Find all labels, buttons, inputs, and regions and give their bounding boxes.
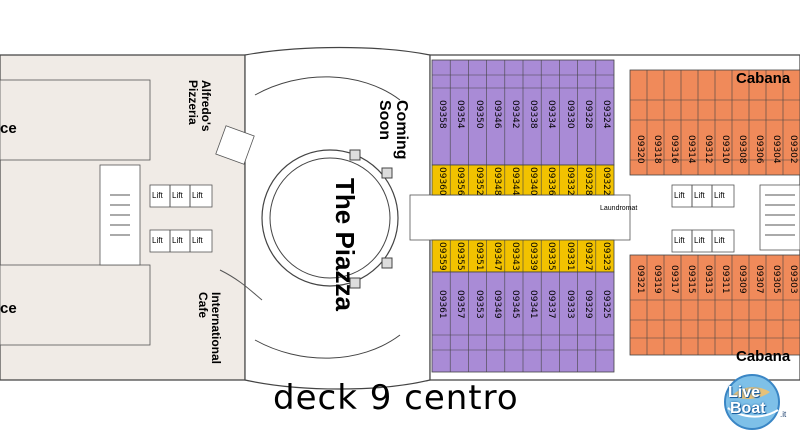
- lift-label: Lift: [714, 236, 725, 245]
- lift-label: Lift: [172, 236, 183, 245]
- cabin-number: 09321: [634, 265, 645, 294]
- cabin-number: 09345: [509, 290, 520, 319]
- cabin-number: 09352: [473, 167, 484, 196]
- cabin-number: 09312: [702, 135, 713, 164]
- left-label-bottom: ce: [0, 300, 17, 317]
- coming-line1: Coming: [393, 100, 410, 160]
- cabin-number: 09331: [564, 242, 575, 271]
- lift-label: Lift: [694, 236, 705, 245]
- globe-icon: [724, 374, 780, 430]
- alfredos-line1: Alfredo's: [199, 80, 213, 132]
- alfredos-line2: Pizzeria: [186, 80, 200, 125]
- lift-label: Lift: [152, 191, 163, 200]
- cabin-number: 09344: [509, 167, 520, 196]
- cabin-number: 09318: [651, 135, 662, 164]
- lift-label: Lift: [694, 191, 705, 200]
- intl-line2: Cafe: [196, 292, 210, 319]
- cabin-number: 09308: [736, 135, 747, 164]
- cabin-number: 09350: [473, 100, 484, 129]
- cabin-number: 09306: [753, 135, 764, 164]
- lift-label: Lift: [192, 236, 203, 245]
- lift-label: Lift: [172, 191, 183, 200]
- cabin-number: 09316: [668, 135, 679, 164]
- cabin-number: 09346: [491, 100, 502, 129]
- cabin-number: 09340: [528, 167, 539, 196]
- lift-label: Lift: [674, 236, 685, 245]
- alfredos-pizzeria-label: Alfredo's Pizzeria: [186, 80, 213, 132]
- cabin-number: 09355: [455, 242, 466, 271]
- international-cafe-label: International Cafe: [196, 292, 223, 365]
- cabin-number: 09317: [668, 265, 679, 294]
- logo-line2: Boat: [730, 400, 766, 417]
- cabin-number: 09341: [528, 290, 539, 319]
- left-label-top: ce: [0, 120, 17, 137]
- cabin-number: 09327: [582, 242, 593, 271]
- cabin-number: 09323: [600, 242, 611, 271]
- cabin-number: 09333: [564, 290, 575, 319]
- cabin-number: 09330: [564, 100, 575, 129]
- cabin-number: 09338: [528, 100, 539, 129]
- cabin-number: 09329: [582, 290, 593, 319]
- intl-line1: International: [209, 292, 223, 365]
- coming-line2: Soon: [376, 100, 393, 140]
- cabin-number: 09358: [437, 100, 448, 129]
- cabin-number: 09343: [509, 242, 520, 271]
- cabin-number: 09354: [455, 100, 466, 129]
- cabin-number: 09319: [651, 265, 662, 294]
- cabin-number: 09305: [770, 265, 781, 294]
- cabin-number: 09337: [546, 290, 557, 319]
- cabin-number: 09347: [491, 242, 502, 271]
- cabin-number: 09360: [437, 167, 448, 196]
- cabin-number: 09339: [528, 242, 539, 271]
- cabana-label-top: Cabana: [736, 70, 791, 87]
- cabin-number: 09336: [546, 167, 557, 196]
- coming-soon-label: Coming Soon: [376, 100, 410, 160]
- lift-label: Lift: [714, 191, 725, 200]
- cabin-number: 09359: [437, 242, 448, 271]
- cabin-number: 09328: [582, 100, 593, 129]
- cabin-number: 09351: [473, 242, 484, 271]
- cabin-number: 09342: [509, 100, 520, 129]
- cabana-label-bottom: Cabana: [736, 348, 791, 365]
- cabin-number: 09332: [564, 167, 575, 196]
- cabin-number: 09328: [582, 167, 593, 196]
- lift-label: Lift: [192, 191, 203, 200]
- cabin-number: 09310: [719, 135, 730, 164]
- logo-suffix: .it: [780, 410, 787, 419]
- cabin-number: 09324: [600, 100, 611, 129]
- cabin-number: 09311: [719, 265, 730, 294]
- logo-line1: Live: [728, 384, 761, 401]
- cabin-number: 09302: [787, 135, 798, 164]
- lift-label: Lift: [674, 191, 685, 200]
- cabin-number: 09307: [753, 265, 764, 294]
- cabin-number: 09320: [634, 135, 645, 164]
- cabin-number: 09325: [600, 290, 611, 319]
- cabin-number: 09309: [736, 265, 747, 294]
- cabin-number: 09348: [491, 167, 502, 196]
- cabin-number: 09357: [455, 290, 466, 319]
- cabin-number: 09304: [770, 135, 781, 164]
- liveboat-logo: Live Boat .it: [718, 368, 796, 430]
- cabin-number: 09334: [546, 100, 557, 129]
- cabin-number: 09313: [702, 265, 713, 294]
- cabin-number: 09349: [491, 290, 502, 319]
- cabin-number: 09353: [473, 290, 484, 319]
- cabin-number: 09361: [437, 290, 448, 319]
- cabin-number: 09314: [685, 135, 696, 164]
- laundromat-label: Laundromat: [600, 205, 638, 212]
- deck-caption: deck 9 centro: [273, 378, 519, 418]
- piazza-label: The Piazza: [330, 178, 360, 311]
- cabin-number: 09315: [685, 265, 696, 294]
- cabin-number: 09356: [455, 167, 466, 196]
- cabin-number: 09322: [600, 167, 611, 196]
- lift-label: Lift: [152, 236, 163, 245]
- cabin-number: 09303: [787, 265, 798, 294]
- cabin-number: 09335: [546, 242, 557, 271]
